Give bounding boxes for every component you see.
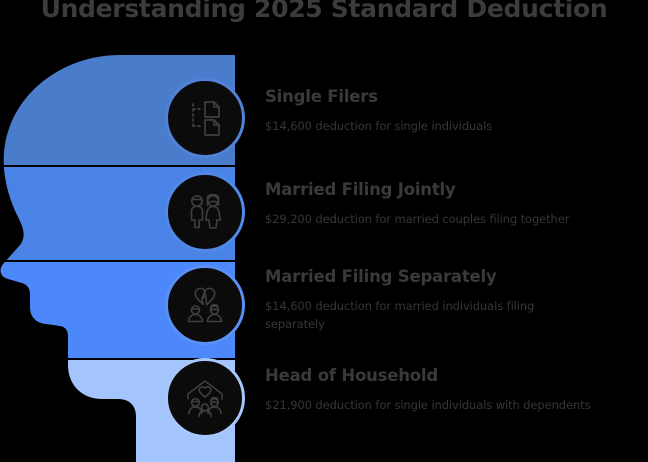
icon-badge-head-of-household bbox=[165, 358, 245, 438]
section-heading: Head of Household bbox=[265, 366, 439, 385]
section-description: $21,900 deduction for single individuals… bbox=[265, 397, 591, 412]
icon-badge-married-filing-separately bbox=[165, 265, 245, 345]
section-description: $14,600 deduction for married individual… bbox=[265, 298, 535, 331]
icon-badge-married-filing-jointly bbox=[165, 172, 245, 252]
section-description: $14,600 deduction for single individuals bbox=[265, 118, 493, 133]
section-heading: Single Filers bbox=[265, 87, 378, 106]
text-block: Married Filing Separately $14,600 deduct… bbox=[265, 267, 648, 334]
documents-icon bbox=[192, 101, 220, 136]
page-title: Understanding 2025 Standard Deduction bbox=[40, 0, 608, 23]
text-block: Married Filing Jointly $29,200 deduction… bbox=[265, 180, 648, 229]
couple-icon bbox=[190, 193, 222, 229]
section-heading: Married Filing Separately bbox=[265, 267, 497, 286]
broken-heart-icon bbox=[187, 287, 223, 323]
family-home-icon bbox=[187, 380, 223, 418]
text-block: Single Filers $14,600 deduction for sing… bbox=[265, 87, 648, 136]
icon-badge-single-filers bbox=[165, 78, 245, 158]
text-block: Head of Household $21,900 deduction for … bbox=[265, 366, 648, 415]
section-heading: Married Filing Jointly bbox=[265, 180, 456, 199]
section-description: $29,200 deduction for married couples fi… bbox=[265, 211, 570, 226]
